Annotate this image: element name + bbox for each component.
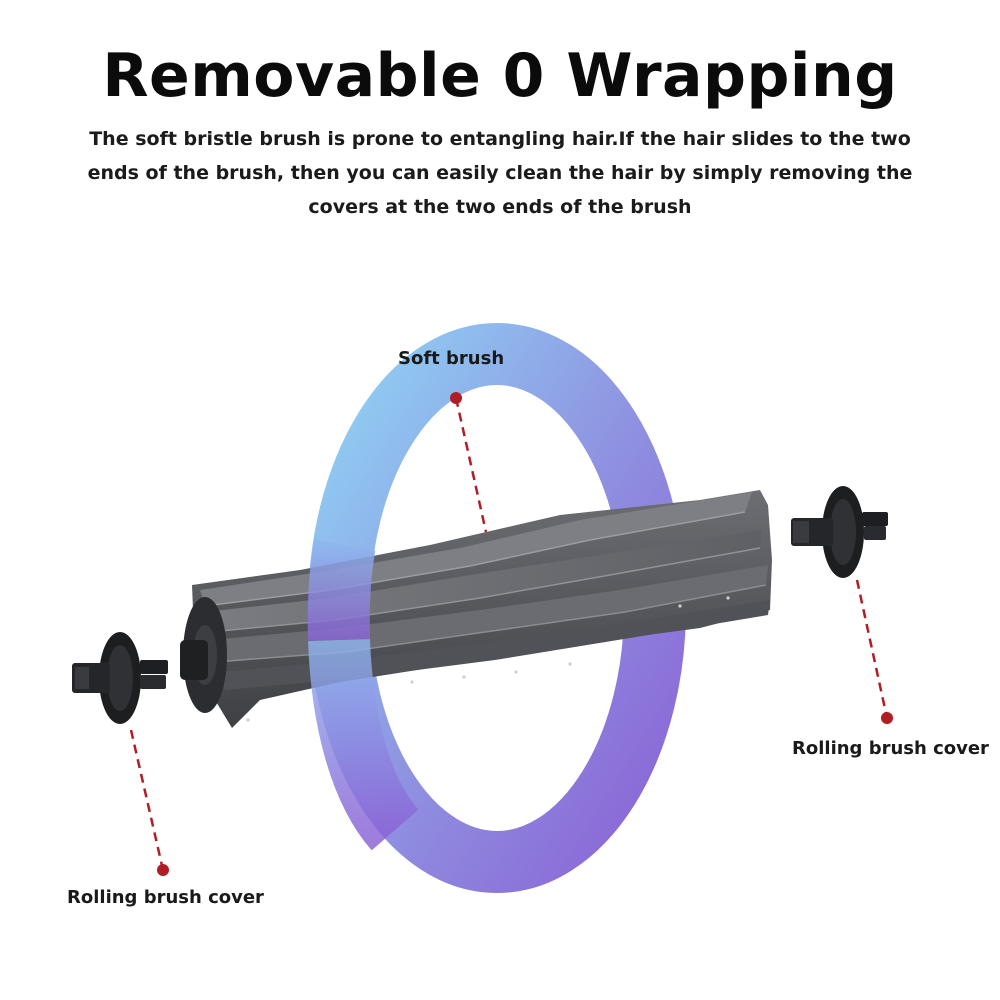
description-text: The soft bristle brush is prone to entan…	[87, 128, 913, 218]
label-cover-right: Rolling brush cover	[792, 738, 989, 759]
page-title: Removable 0 Wrapping	[102, 41, 898, 111]
end-cap-left-icon	[72, 632, 168, 724]
leader-soft-brush	[450, 392, 488, 533]
leader-cover-right	[855, 579, 893, 724]
zero-ring-front	[307, 538, 420, 851]
end-cap-right-icon	[791, 486, 888, 578]
label-cover-left: Rolling brush cover	[67, 887, 264, 908]
label-soft-brush: Soft brush	[398, 348, 505, 369]
roller-brush-icon	[180, 490, 772, 728]
leader-cover-left	[129, 729, 169, 876]
